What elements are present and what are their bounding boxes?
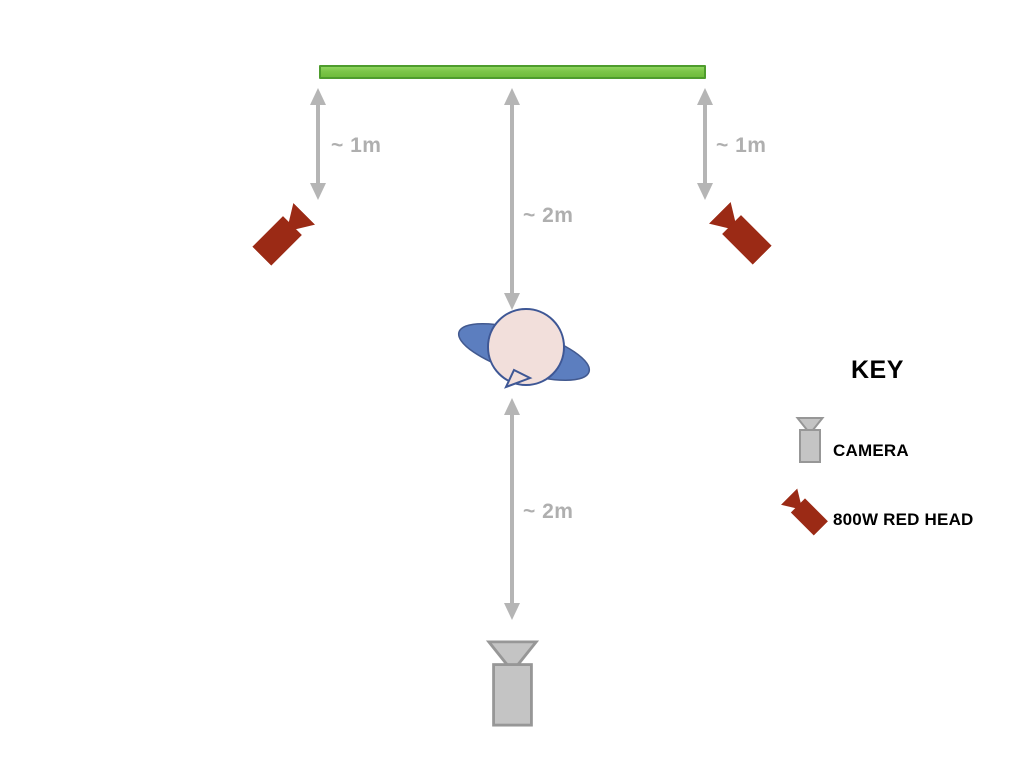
legend-camera-icon (795, 417, 825, 463)
subject-top-view-icon (457, 308, 591, 389)
distance-arrow-right-1m (697, 88, 713, 200)
legend-red-head-label: 800W RED HEAD (833, 510, 974, 529)
green-screen-bar (319, 65, 706, 79)
distance-label-left: ~ 1m (331, 134, 382, 157)
subject-head (487, 308, 565, 386)
legend-red-head-icon (780, 488, 828, 536)
red-head-light-left-icon (252, 202, 316, 266)
distance-label-screen-to-subject: ~ 2m (523, 204, 574, 227)
red-head-light-right-icon (708, 201, 772, 265)
distance-arrow-screen-to-subject (504, 88, 520, 310)
distance-arrow-left-1m (310, 88, 326, 200)
legend-camera-label: CAMERA (833, 441, 909, 460)
distance-label-right: ~ 1m (716, 134, 767, 157)
subject-nose (504, 368, 533, 389)
distance-label-subject-to-camera: ~ 2m (523, 500, 574, 523)
distance-arrow-subject-to-camera (504, 398, 520, 620)
camera-icon (485, 640, 540, 727)
legend-title: KEY (851, 356, 904, 384)
